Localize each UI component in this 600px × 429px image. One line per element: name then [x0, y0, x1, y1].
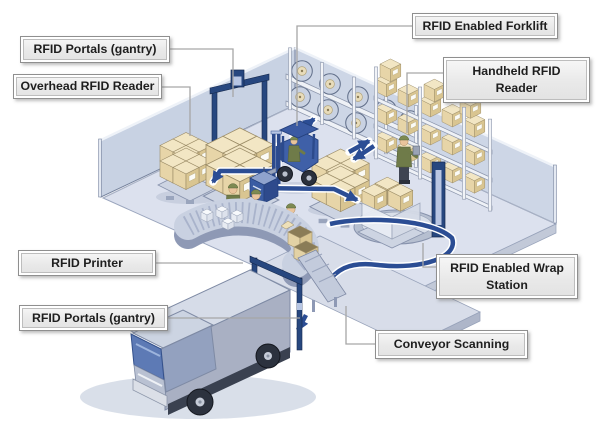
dock-conveyor	[297, 249, 347, 312]
callout-label: RFID Portals (gantry)	[33, 42, 157, 57]
callout-label: RFID Portals (gantry)	[32, 310, 155, 325]
handheld-reader-worker	[394, 133, 420, 184]
handheld-rfid-device	[412, 145, 420, 156]
callout-handheld-rfid-reader: Handheld RFID Reader	[443, 57, 590, 103]
callout-label: RFID Enabled Wrap Station	[450, 260, 564, 292]
callout-rfid-portals-gantry-top: RFID Portals (gantry)	[20, 36, 170, 63]
callout-overhead-rfid-reader: Overhead RFID Reader	[13, 74, 162, 99]
callout-conveyor-scanning: Conveyor Scanning	[375, 330, 528, 359]
callout-rfid-printer: RFID Printer	[18, 250, 156, 276]
forklift	[261, 120, 320, 186]
forklift-roof	[278, 120, 320, 139]
packages	[200, 205, 244, 231]
callout-label: RFID Printer	[51, 255, 123, 270]
truck-cab	[130, 309, 217, 408]
callout-rfid-enabled-wrap-station: RFID Enabled Wrap Station	[436, 254, 578, 299]
callout-rfid-portals-gantry-bottom: RFID Portals (gantry)	[19, 305, 168, 331]
callout-label: Overhead RFID Reader	[20, 79, 155, 94]
callout-label: Handheld RFID Reader	[472, 64, 561, 95]
callout-connector-lines	[156, 25, 443, 345]
callout-rfid-enabled-forklift: RFID Enabled Forklift	[412, 13, 558, 39]
callout-label: RFID Enabled Forklift	[422, 18, 548, 33]
callout-label: Conveyor Scanning	[393, 337, 510, 352]
wrap-machine-pole	[431, 161, 446, 238]
overhead-rfid-reader-device	[230, 69, 245, 88]
delivery-truck	[80, 269, 316, 419]
